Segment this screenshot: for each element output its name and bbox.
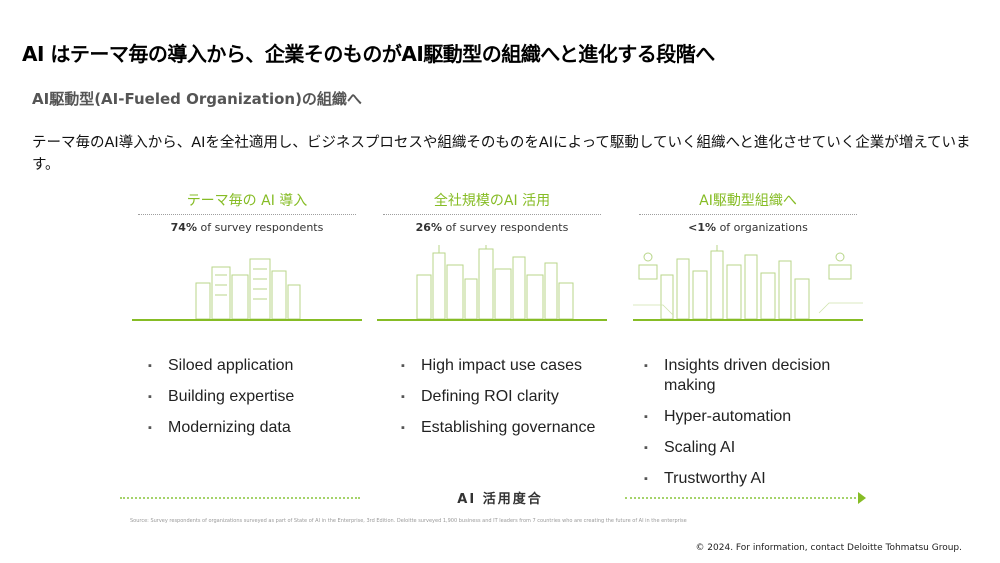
city-medium-illustration (377, 245, 607, 321)
stage-2-bullet-list: High impact use cases Defining ROI clari… (399, 356, 619, 449)
description-text: テーマ毎のAI導入から、AIを全社適用し、ビジネスプロセスや組織そのものをAIに… (32, 135, 971, 173)
arrow-right-icon (858, 492, 866, 504)
page-subtitle: AI駆動型(AI-Fueled Organization)の組織へ (32, 90, 362, 108)
list-item: Defining ROI clarity (399, 387, 619, 407)
stage-3-stat-text: of organizations (716, 221, 808, 234)
progress-line-right (625, 497, 860, 499)
list-item: Hyper-automation (642, 407, 872, 427)
source-note: Source: Survey respondents of organizati… (130, 518, 687, 524)
stage-1-stat-value: 74% (170, 221, 197, 234)
stage-1-stat-text: of survey respondents (197, 221, 324, 234)
stage-2-stat: 26% of survey respondents (377, 221, 607, 234)
list-item: Trustworthy AI (642, 469, 872, 489)
stage-1-stat: 74% of survey respondents (132, 221, 362, 234)
list-item: Insights driven decision making (642, 356, 872, 396)
list-item: Establishing governance (399, 418, 619, 438)
stage-3-heading: AI駆動型組織へ (639, 190, 857, 215)
ai-adoption-axis-label: AI 活用度合 (457, 492, 543, 507)
progress-line-left (120, 497, 360, 499)
stage-column-2: 全社規模のAI 活用 26% of survey respondents (377, 190, 607, 234)
list-item: Building expertise (146, 387, 366, 407)
list-item: Scaling AI (642, 438, 872, 458)
stage-3-bullet-list: Insights driven decision making Hyper-au… (642, 356, 872, 500)
list-item: High impact use cases (399, 356, 619, 376)
stage-3-stat-value: <1% (688, 221, 717, 234)
city-small-illustration (132, 258, 362, 321)
page-title: AI はテーマ毎の導入から、企業そのものがAI駆動型の組織へと進化する段階へ (22, 42, 715, 66)
city-ai-illustration (633, 245, 863, 321)
stage-1-bullet-list: Siloed application Building expertise Mo… (146, 356, 366, 449)
list-item: Siloed application (146, 356, 366, 376)
stage-2-stat-value: 26% (415, 221, 442, 234)
stage-2-stat-text: of survey respondents (442, 221, 569, 234)
stage-2-heading: 全社規模のAI 活用 (383, 190, 601, 215)
stage-1-heading: テーマ毎の AI 導入 (138, 190, 356, 215)
stage-3-stat: <1% of organizations (633, 221, 863, 234)
copyright-text: © 2024. For information, contact Deloitt… (695, 543, 962, 553)
stage-column-3: AI駆動型組織へ <1% of organizations (633, 190, 863, 234)
list-item: Modernizing data (146, 418, 366, 438)
stage-column-1: テーマ毎の AI 導入 74% of survey respondents (132, 190, 362, 234)
